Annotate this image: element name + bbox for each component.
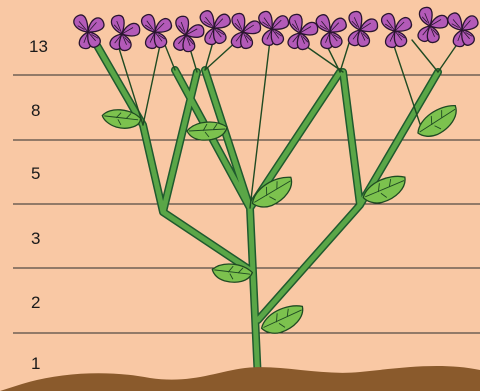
flower: [381, 11, 414, 48]
twig: [392, 40, 422, 130]
level-label-5: 5: [31, 164, 40, 183]
flower: [229, 13, 262, 50]
flower: [199, 8, 233, 46]
soil-ground: [0, 366, 480, 391]
twig: [165, 45, 175, 70]
flower: [108, 14, 142, 52]
twig: [412, 40, 438, 72]
level-label-3: 3: [31, 229, 40, 248]
leaves: [101, 101, 464, 339]
flower: [286, 13, 320, 51]
flower: [258, 9, 290, 46]
flowers: [73, 6, 480, 53]
level-label-13: 13: [29, 37, 48, 56]
flower: [315, 12, 349, 50]
level-label-2: 2: [31, 293, 40, 312]
leaf: [360, 172, 411, 208]
flower: [447, 9, 480, 48]
leaf: [187, 122, 227, 140]
level-labels: 13 8 5 3 2 1: [29, 37, 48, 373]
flower: [73, 11, 108, 50]
level-label-8: 8: [31, 101, 40, 120]
level-label-1: 1: [31, 354, 40, 373]
flower: [346, 11, 379, 48]
flower: [416, 6, 450, 44]
flower: [141, 12, 174, 49]
twig: [143, 45, 160, 125]
